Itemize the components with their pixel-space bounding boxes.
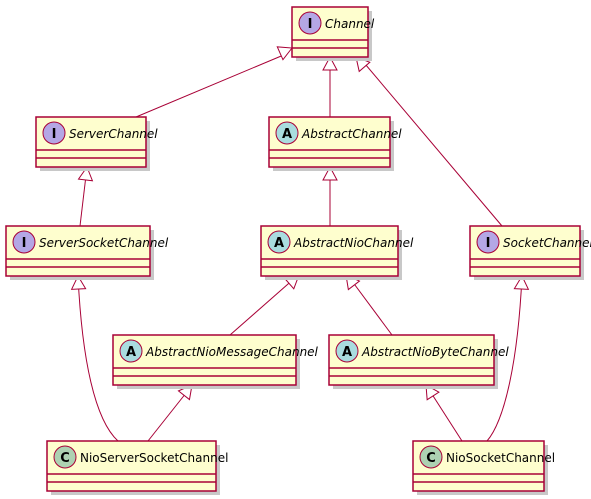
inheritance-edge-server-socket-channel-to-server-channel — [77, 165, 94, 227]
class-name: NioSocketChannel — [446, 451, 555, 465]
inheritance-edge-nio-server-socket-channel-to-abstract-nio-message-channel — [147, 384, 193, 442]
class-node-channel: I Channel — [291, 6, 375, 61]
interface-badge-icon — [476, 230, 500, 254]
class-name: ServerChannel — [69, 127, 158, 141]
abstract-badge-icon — [275, 121, 299, 145]
edge-line — [348, 276, 393, 336]
class-name: SocketChannel — [503, 236, 591, 250]
class-node-nio-server-socket-channel: C NioServerSocketChannel — [46, 440, 228, 495]
class-name: AbstractNioChannel — [293, 236, 414, 250]
stereotype-letter: A — [274, 236, 284, 251]
inheritance-edge-server-channel-to-channel — [135, 46, 293, 118]
class-node-abstract-channel: A AbstractChannel — [268, 116, 402, 171]
class-badge-icon — [419, 445, 443, 469]
inheritance-edge-abstract-nio-channel-to-abstract-channel — [322, 165, 338, 226]
class-node-socket-channel: I SocketChannel — [469, 225, 591, 280]
stereotype-letter: I — [22, 236, 27, 251]
class-node-abstract-nio-byte-channel: A AbstractNioByteChannel — [328, 334, 509, 389]
inheritance-edge-abstract-channel-to-channel — [322, 55, 338, 117]
class-name: Channel — [325, 17, 375, 31]
abstract-badge-icon — [335, 339, 359, 363]
class-name: AbstractNioMessageChannel — [145, 345, 319, 359]
stereotype-letter: A — [282, 127, 292, 142]
interface-badge-icon — [12, 230, 36, 254]
stereotype-letter: I — [52, 127, 57, 142]
inheritance-arrowhead — [322, 165, 338, 181]
class-node-abstract-nio-message-channel: A AbstractNioMessageChannel — [112, 334, 319, 389]
inheritance-arrowhead — [77, 165, 94, 182]
abstract-badge-icon — [267, 230, 291, 254]
edge-line — [135, 53, 287, 118]
stereotype-letter: A — [342, 345, 352, 360]
interface-badge-icon — [298, 11, 322, 35]
class-name: AbstractChannel — [301, 127, 402, 141]
inheritance-arrowhead — [513, 274, 530, 290]
inheritance-edge-abstract-nio-message-channel-to-abstract-nio-channel — [229, 274, 300, 336]
class-badge-icon — [53, 445, 77, 469]
inheritance-edge-nio-server-socket-channel-to-server-socket-channel — [70, 274, 119, 442]
inheritance-edge-abstract-nio-byte-channel-to-abstract-nio-channel — [345, 274, 393, 336]
edge-line — [427, 387, 463, 442]
inheritance-arrowhead — [322, 55, 338, 71]
edge-line — [77, 275, 119, 442]
stereotype-letter: C — [60, 451, 70, 466]
class-name: NioServerSocketChannel — [80, 451, 228, 465]
stereotype-letter: I — [486, 236, 491, 251]
inheritance-edges — [70, 46, 530, 442]
class-node-server-socket-channel: I ServerSocketChannel — [5, 225, 169, 280]
stereotype-letter: I — [308, 17, 313, 32]
edge-line — [229, 276, 297, 336]
node-box — [112, 334, 297, 386]
inheritance-arrowhead — [70, 274, 87, 290]
abstract-badge-icon — [119, 339, 143, 363]
class-node-nio-socket-channel: C NioSocketChannel — [412, 440, 555, 495]
class-name: AbstractNioByteChannel — [361, 345, 509, 359]
class-name: ServerSocketChannel — [39, 236, 169, 250]
inheritance-edge-nio-socket-channel-to-socket-channel — [486, 274, 530, 442]
inheritance-arrowhead — [276, 46, 293, 61]
edge-line — [359, 57, 503, 227]
class-node-server-channel: I ServerChannel — [35, 116, 158, 171]
edge-line — [147, 387, 191, 442]
inheritance-edge-nio-socket-channel-to-abstract-nio-byte-channel — [425, 384, 463, 442]
edge-line — [486, 275, 523, 442]
stereotype-letter: C — [426, 451, 436, 466]
class-node-abstract-nio-channel: A AbstractNioChannel — [260, 225, 414, 280]
interface-badge-icon — [42, 121, 66, 145]
stereotype-letter: A — [126, 345, 136, 360]
